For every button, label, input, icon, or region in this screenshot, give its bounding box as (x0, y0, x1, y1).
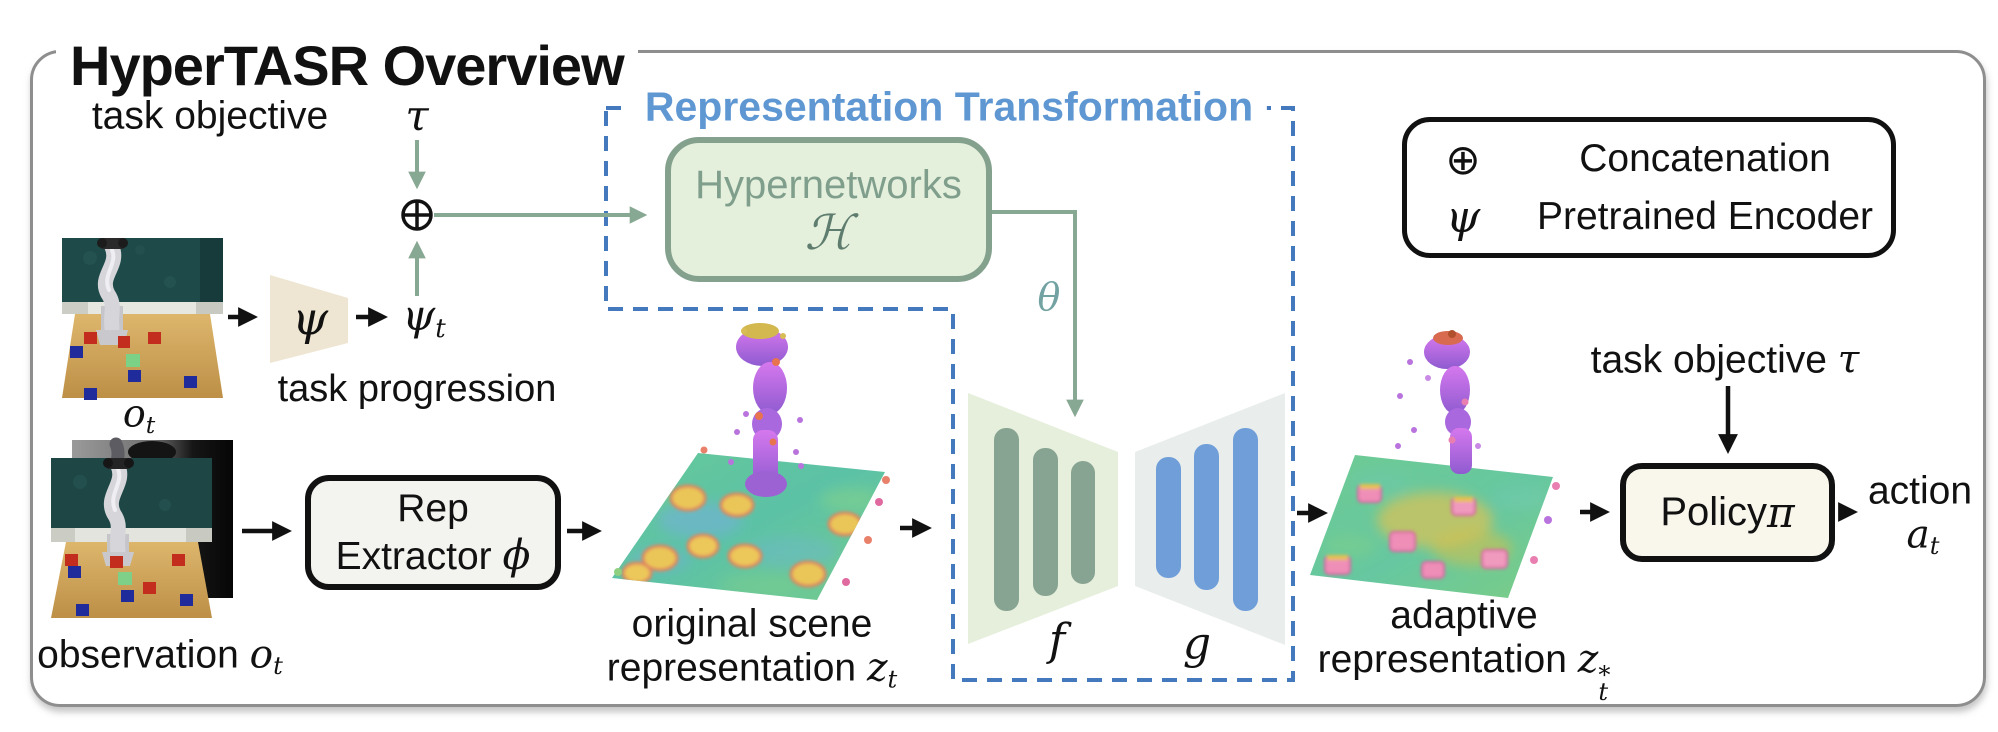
concatenation-label: Concatenation (1579, 137, 1831, 180)
psi-t-label: ψt (402, 290, 446, 344)
pi-symbol: π (1767, 488, 1795, 537)
concatenation-symbol: ⊕ (1445, 134, 1481, 184)
rep-extractor-line2: Extractor ϕ (335, 531, 531, 579)
policy-box: Policy π (1620, 463, 1835, 562)
task-objective-label: task objective (91, 94, 329, 138)
observation-label: observation ot (37, 632, 283, 681)
theta-label: θ (1037, 275, 1061, 320)
psi-encoder-label: ψ (291, 291, 329, 346)
legend-box: ⊕ Concatenation ψ Pretrained Encoder (1402, 117, 1896, 258)
psi-encoder-trapezoid (270, 275, 348, 363)
hypernetworks-box: Hypernetworks ℋ (665, 137, 992, 282)
legend-row-concatenation: ⊕ Concatenation (1407, 130, 1891, 188)
a-t-label: at (1906, 512, 1940, 561)
task-objective-tau-label: task objective τ (1590, 337, 1860, 383)
pink-objects-adaptive (1324, 484, 1508, 579)
pretrained-encoder-label: Pretrained Encoder (1536, 195, 1874, 238)
transform-network-g (1135, 393, 1285, 645)
robot-photo-task (62, 238, 223, 400)
phi-symbol: ϕ (502, 531, 531, 579)
legend-row-pretrained-encoder: ψ Pretrained Encoder (1407, 188, 1891, 246)
g-label: g (1182, 617, 1212, 669)
hypernetworks-symbol: ℋ (804, 204, 853, 261)
rep-extractor-line1: Rep (397, 487, 469, 530)
original-scene-label: original scene representation zt (606, 602, 898, 694)
adaptive-representation-label: adaptive representation z*t (1317, 594, 1611, 707)
o-t-label: ot (122, 391, 156, 439)
transform-network-f (968, 393, 1118, 644)
point-cloud-arm-adaptive (1395, 330, 1560, 564)
hypernetworks-label: Hypernetworks (695, 162, 962, 207)
tau-symbol: τ (405, 90, 429, 140)
green-flow-arrows (408, 140, 1084, 418)
cubes-observation-photo (65, 554, 193, 616)
f-label: f (1048, 614, 1066, 666)
black-flow-arrows (228, 307, 1858, 541)
cubes-task-photo (70, 332, 197, 400)
pretrained-encoder-symbol: ψ (1445, 191, 1481, 243)
edge-accents-original (614, 446, 890, 586)
representation-transformation-title: Representation Transformation (630, 83, 1268, 131)
task-progression-label: task progression (277, 368, 557, 411)
yellow-objects-original (621, 484, 863, 588)
rep-extractor-box: Rep Extractor ϕ (305, 475, 561, 590)
point-cloud-arm-original (728, 323, 804, 497)
representation-transformation-region (604, 106, 1295, 682)
figure-title: HyperTASR Overview (56, 33, 638, 98)
concat-icon (401, 199, 433, 231)
point-cloud-adaptive (1310, 330, 1560, 598)
action-label: action (1867, 469, 1973, 513)
point-cloud-original (612, 323, 890, 600)
theta-arrow (992, 210, 1084, 418)
figure-frame (30, 50, 1986, 707)
robot-photo-observation-front (51, 458, 212, 618)
